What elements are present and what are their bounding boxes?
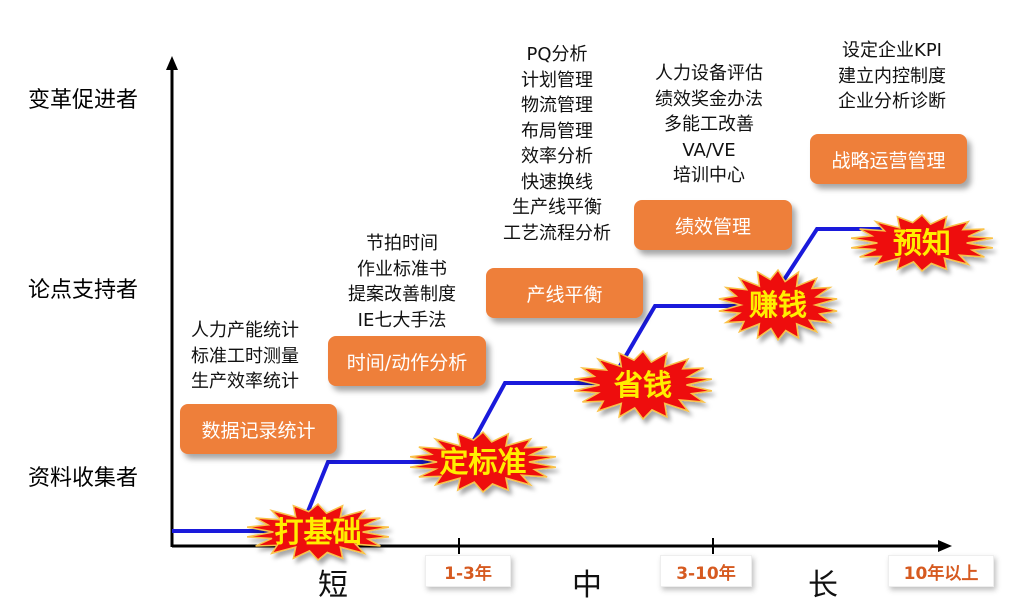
item-text: 作业标准书 <box>357 258 447 280</box>
starburst-label: 预知 <box>893 226 951 260</box>
item-text: 计划管理 <box>521 69 593 91</box>
item-text: 多能工改善 <box>664 114 754 135</box>
item-text: 企业分析诊断 <box>838 91 946 112</box>
item-text: 标准工时测量 <box>191 345 299 367</box>
stage-items-1: 人力产能统计 标准工时测量 生产效率统计 <box>175 318 315 395</box>
item-text: 节拍时间 <box>366 233 438 254</box>
x-tick-label-1-3-years: 1-3年 <box>425 555 511 587</box>
stage-box-line-balance: 产线平衡 <box>486 268 643 318</box>
item-text: 培训中心 <box>673 165 745 186</box>
stage-box-data-recording: 数据记录统计 <box>180 404 337 454</box>
item-text: 生产效率统计 <box>191 371 299 392</box>
y-label-change-agent: 变革促进者 <box>28 88 139 113</box>
stage-box-strategic-ops: 战略运营管理 <box>810 134 967 184</box>
item-text: VA/VE <box>682 139 736 161</box>
starburst-label: 定标准 <box>439 445 526 479</box>
item-text: 设定企业KPI <box>842 40 942 61</box>
stage-items-4: 人力设备评估 绩效奖金办法 多能工改善 VA/VE 培训中心 <box>639 61 779 189</box>
item-text: IE七大手法 <box>357 309 447 331</box>
item-text: 人力设备评估 <box>655 63 763 84</box>
starburst-shape <box>409 430 557 494</box>
y-label-data-collector: 资料收集者 <box>28 466 139 491</box>
starburst-label: 省钱 <box>614 368 672 402</box>
item-text: 绩效奖金办法 <box>655 88 763 110</box>
y-label-argument-supporter: 论点支持者 <box>28 278 139 303</box>
period-label-short: 短 <box>318 568 348 603</box>
item-text: 生产线平衡 <box>512 197 602 218</box>
stage-items-5: 设定企业KPI 建立内控制度 企业分析诊断 <box>822 38 962 115</box>
x-axis-arrow <box>938 540 952 552</box>
item-text: PQ分析 <box>526 44 588 65</box>
period-label-medium: 中 <box>572 568 602 603</box>
starburst-label: 打基础 <box>274 515 361 549</box>
starburst-shape <box>850 213 994 273</box>
item-text: 快速换线 <box>521 171 593 193</box>
item-text: 建立内控制度 <box>838 65 946 87</box>
stage-box-performance-mgmt: 绩效管理 <box>634 200 792 250</box>
starburst-label: 赚钱 <box>749 288 807 322</box>
item-text: 工艺流程分析 <box>503 222 611 244</box>
progress-step-line <box>172 227 950 533</box>
stage-items-2: 节拍时间 作业标准书 提案改善制度 IE七大手法 <box>332 231 472 333</box>
stage-items-3: PQ分析 计划管理 物流管理 布局管理 效率分析 快速换线 生产线平衡 工艺流程… <box>487 42 627 246</box>
item-text: 效率分析 <box>521 146 593 167</box>
x-tick-label-3-10-years: 3-10年 <box>660 555 752 587</box>
item-text: 提案改善制度 <box>348 284 456 305</box>
stage-box-time-motion-analysis: 时间/动作分析 <box>328 336 486 386</box>
starburst-shape <box>573 349 713 421</box>
starburst-shape <box>246 502 390 562</box>
starburst-shape <box>718 268 838 342</box>
item-text: 布局管理 <box>521 120 593 142</box>
y-axis-arrow <box>166 56 178 70</box>
item-text: 人力产能统计 <box>191 320 299 341</box>
x-tick-label-10-plus-years: 10年以上 <box>888 555 994 587</box>
item-text: 物流管理 <box>521 95 593 116</box>
period-label-long: 长 <box>808 568 838 603</box>
